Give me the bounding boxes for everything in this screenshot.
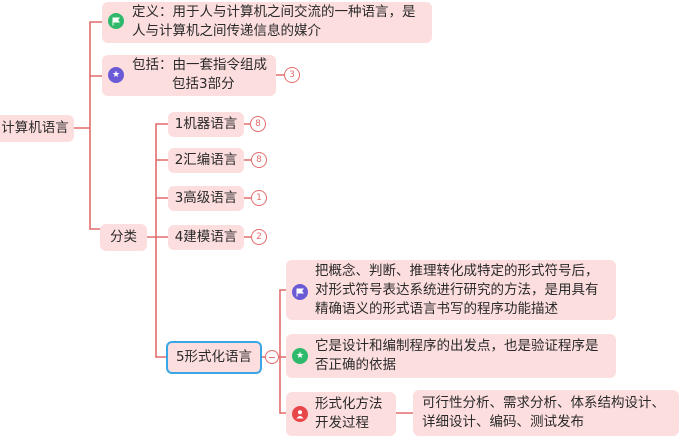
formal-definition-node[interactable]: 把概念、判断、推理转化成特定的形式符号后， 对形式符号表达系统进行研究的方法，是… [286, 260, 616, 320]
formal-definition-line-1: 把概念、判断、推理转化成特定的形式符号后， [315, 263, 599, 279]
includes-line-1: 包括：由一套指令组成 [132, 57, 267, 73]
includes-node[interactable]: ★ 包括：由一套指令组成 包括3部分 [102, 55, 276, 96]
class-item-machine-language[interactable]: 1机器语言 [168, 112, 244, 137]
class-item-label: 2汇编语言 [174, 152, 238, 168]
formal-process-line-1: 形式化方法 [315, 396, 383, 412]
classification-node[interactable]: 分类 [100, 224, 147, 251]
definition-node[interactable]: 定义：用于人与计算机之间交流的一种语言，是 人与计算机之间传递信息的媒介 [102, 2, 432, 43]
process-steps-node[interactable]: 可行性分析、需求分析、体系结构设计、 详细设计、编码、测试发布 [413, 390, 679, 436]
classification-label: 分类 [110, 229, 137, 245]
formal-process-node[interactable]: 形式化方法 开发过程 [286, 392, 396, 436]
formal-basis-line-2: 否正确的依据 [315, 357, 396, 373]
formal-basis-node[interactable]: ★ 它是设计和编制程序的出发点，也是验证程序是 否正确的依据 [286, 334, 616, 378]
process-steps-line-2: 详细设计、编码、测试发布 [422, 414, 584, 430]
definition-line-1: 定义：用于人与计算机之间交流的一种语言，是 [132, 4, 416, 20]
includes-line-2: 包括3部分 [172, 76, 235, 92]
machine-language-count-badge[interactable]: 8 [250, 116, 266, 132]
flag-icon [292, 284, 308, 300]
root-node[interactable]: 计算机语言 [0, 115, 74, 142]
formal-definition-line-3: 精确语义的形式语言书写的程序功能描述 [315, 301, 558, 317]
class-item-label: 4建模语言 [174, 229, 238, 245]
flag-icon [108, 13, 124, 29]
formal-basis-line-1: 它是设计和编制程序的出发点，也是验证程序是 [315, 338, 599, 354]
class-item-modeling-language[interactable]: 4建模语言 [168, 225, 244, 250]
process-steps-line-1: 可行性分析、需求分析、体系结构设计、 [422, 395, 665, 411]
definition-line-2: 人与计算机之间传递信息的媒介 [132, 23, 321, 39]
star-icon: ★ [108, 67, 124, 83]
class-item-high-level-language[interactable]: 3高级语言 [168, 186, 244, 211]
class-item-label: 3高级语言 [174, 190, 238, 206]
class-item-formal-language[interactable]: 5形式化语言 [166, 341, 262, 374]
class-item-label: 1机器语言 [174, 116, 238, 132]
class-item-assembly-language[interactable]: 2汇编语言 [168, 148, 244, 173]
person-icon [292, 406, 308, 422]
includes-count-badge[interactable]: 3 [284, 67, 300, 83]
star-icon: ★ [292, 348, 308, 364]
modeling-language-count-badge[interactable]: 2 [251, 229, 267, 245]
formal-process-line-2: 开发过程 [315, 415, 369, 431]
collapse-toggle-icon[interactable] [265, 350, 279, 364]
high-level-language-count-badge[interactable]: 1 [251, 190, 267, 206]
formal-definition-line-2: 对形式符号表达系统进行研究的方法，是用具有 [315, 282, 599, 298]
assembly-language-count-badge[interactable]: 8 [251, 152, 267, 168]
root-label: 计算机语言 [1, 120, 69, 136]
class-item-label: 5形式化语言 [175, 349, 253, 365]
